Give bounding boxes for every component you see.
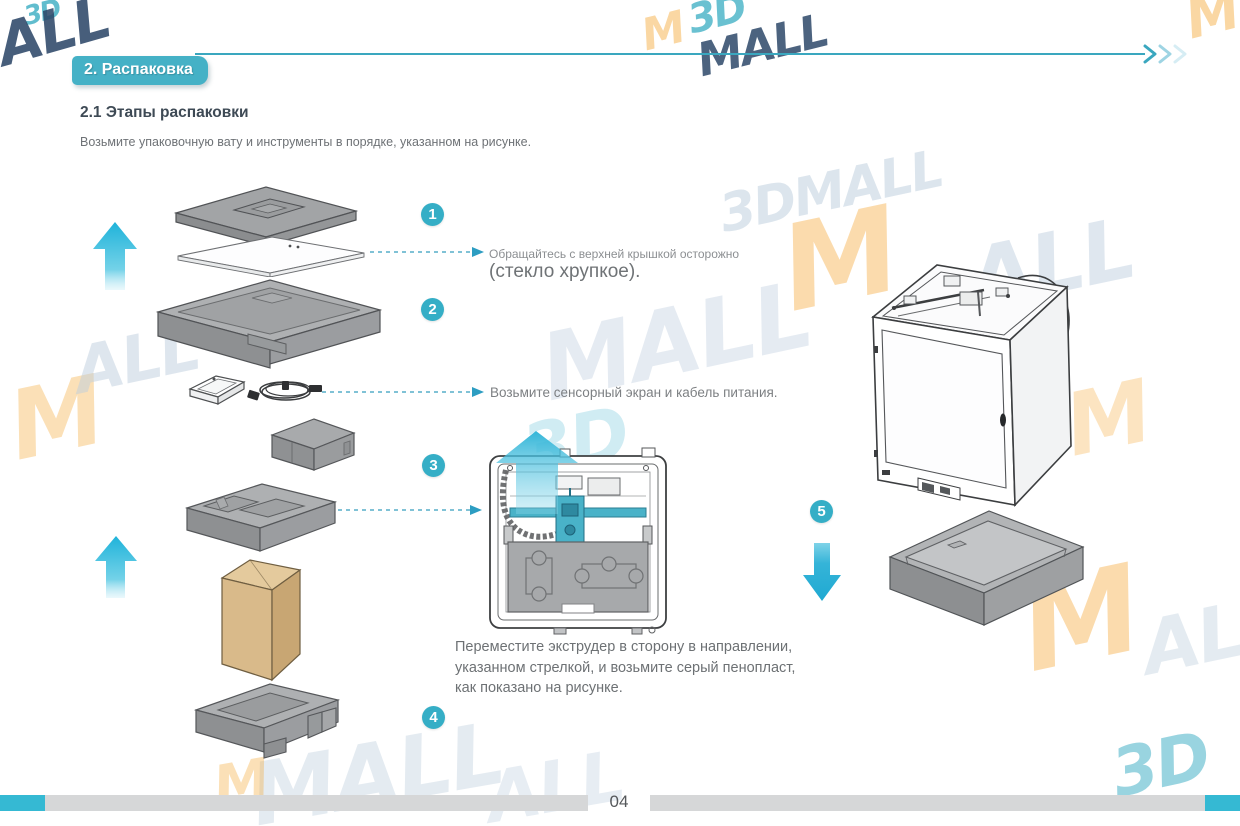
watermark-text: 3DMALL — [714, 139, 948, 245]
step-badge-2: 2 — [421, 298, 444, 321]
watermark-text: ALL — [479, 734, 630, 826]
footer-bar-left — [45, 795, 588, 811]
header-line-arrow-icon — [195, 44, 1187, 64]
intro-text: Возьмите упаковочную вату и инструменты … — [80, 135, 532, 149]
step-badge-5: 5 — [810, 500, 833, 523]
footer-accent-left — [0, 795, 45, 811]
extruder-note-line2: указанном стрелкой, и возьмите серый пен… — [455, 659, 796, 676]
printer-illustration — [871, 264, 1072, 507]
screen-cable-note: Возьмите сенсорный экран и кабель питани… — [490, 385, 778, 400]
foam-block-illustration — [270, 418, 356, 471]
watermark-text: 3D — [683, 0, 750, 44]
page-number: 04 — [609, 792, 629, 811]
up-arrow-icon — [95, 536, 137, 598]
step-badge-4: 4 — [422, 706, 445, 729]
accessory-foam-illustration — [184, 483, 338, 552]
dashed-arrow-icon — [370, 247, 484, 257]
watermark-text: ALL — [1134, 577, 1240, 693]
power-cable-illustration — [247, 381, 322, 401]
top-cover-note-line2: (стекло хрупкое). — [489, 261, 641, 282]
dashed-arrow-icon — [322, 387, 484, 397]
step-badge-1: 1 — [421, 203, 444, 226]
extruder-note-line3: как показано на рисунке. — [455, 680, 623, 696]
footer-bar-right — [650, 795, 1205, 811]
printer-top-view-illustration — [489, 431, 667, 635]
top-cover-note-line1: Обращайтесь с верхней крышкой осторожно — [489, 247, 740, 261]
down-arrow-icon — [803, 543, 841, 601]
footer-accent-right — [1205, 795, 1240, 811]
watermark-text: 3D — [20, 0, 63, 32]
cardboard-box-illustration — [220, 559, 302, 682]
foam-lid-illustration — [173, 186, 359, 247]
base-foam-illustration — [888, 510, 1085, 626]
glass-plate-illustration — [177, 236, 365, 277]
section-header-badge: 2. Распаковка — [72, 56, 208, 85]
step-badge-3: 3 — [422, 454, 445, 477]
foam-tray-illustration — [155, 279, 383, 369]
watermark-text: M — [0, 355, 113, 483]
watermark-text: M — [1179, 0, 1240, 52]
extruder-note: Переместите экструдер в сторону в направ… — [455, 637, 795, 699]
up-arrow-icon — [93, 222, 137, 290]
bottom-foam-illustration — [193, 683, 341, 759]
subsection-title: 2.1 Этапы распаковки — [80, 104, 249, 121]
dashed-arrow-icon — [338, 505, 482, 515]
touchscreen-illustration — [188, 375, 246, 406]
extruder-note-line1: Переместите экструдер в сторону в направ… — [455, 639, 793, 655]
